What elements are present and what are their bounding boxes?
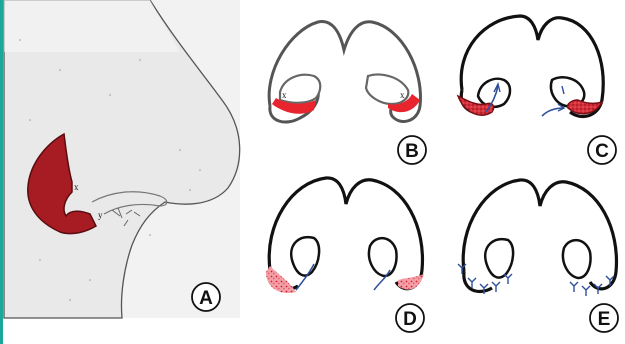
marker-left-x: x [282,90,287,100]
panel-c: C [458,16,616,164]
panel-b-label: B [405,141,419,162]
marker-x: x [74,182,79,192]
left-suture-line [296,264,314,290]
left-nostril [291,237,319,275]
marker-right-x: x [400,90,405,100]
left-nostril [478,79,510,107]
right-flap-healing [398,274,424,290]
panel-e: E [458,180,618,332]
right-nostril [369,238,397,276]
panel-b: x x B [269,22,426,164]
panel-d-outline [269,178,422,289]
left-flap-healing [266,266,296,293]
right-nostril [563,240,591,278]
marker-y: y [98,210,103,220]
panel-a: x y A [4,0,240,318]
panel-d-label: D [403,309,417,330]
panel-a-label: A [199,288,213,309]
panel-e-label: E [598,309,611,330]
panel-d: D [266,178,424,332]
left-nostril [485,239,513,277]
panel-c-label: C [595,141,609,162]
panel-e-outline [463,180,616,289]
left-flap [458,96,494,115]
